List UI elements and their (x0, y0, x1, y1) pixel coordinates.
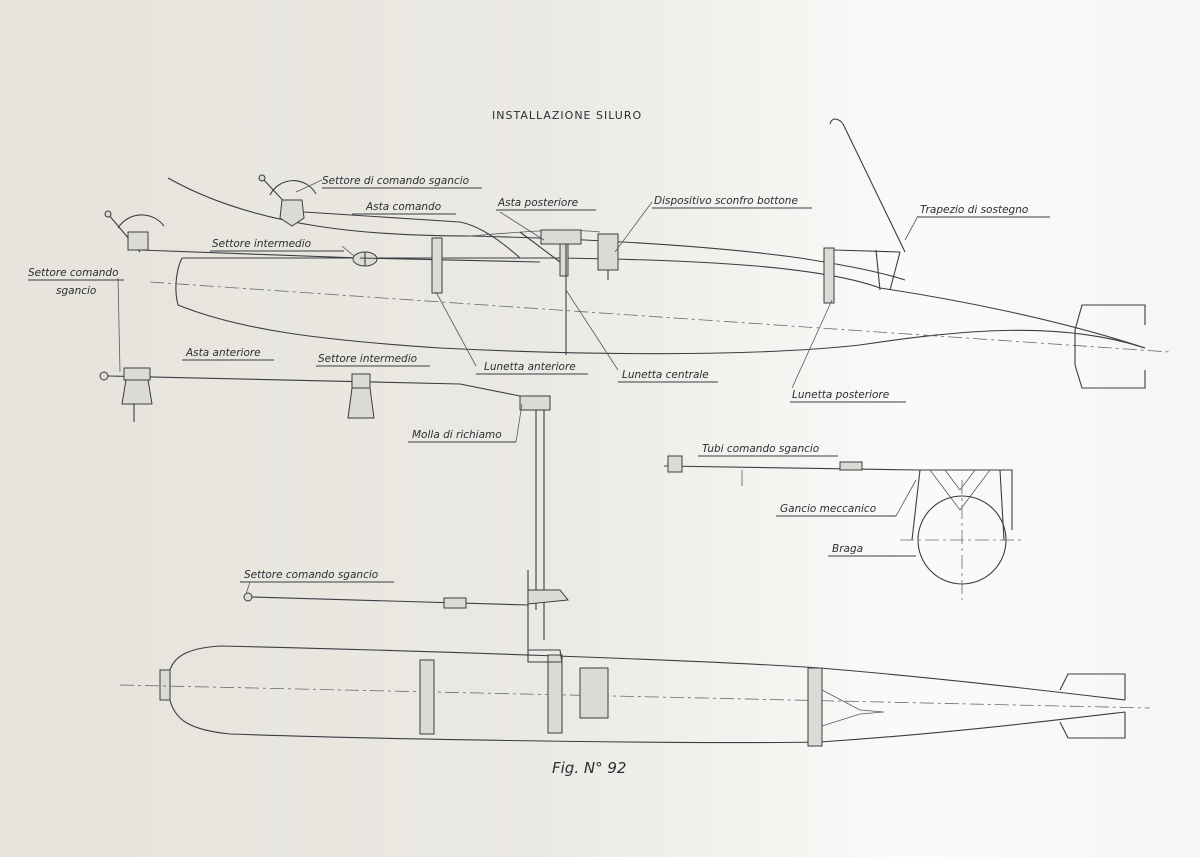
label-settore-comando-sgancio-top: Settore di comando sgancio (322, 175, 469, 187)
front-cradle-part (431, 237, 443, 294)
top-release-sector[interactable] (258, 174, 521, 259)
fuselage-outline (167, 177, 906, 281)
label-asta-comando: Asta comando (365, 201, 441, 213)
label-dispositivo-sconfro: Dispositivo sconfro bottone (654, 195, 798, 207)
label-lunetta-posteriore: Lunetta posteriore (792, 389, 889, 401)
label-asta-anteriore: Asta anteriore (185, 347, 261, 359)
intermediate-sector-top[interactable] (352, 251, 541, 267)
labels: Settore di comando sgancio Asta comando … (28, 175, 1050, 595)
label-settore-comando-line1: Settore comando (28, 267, 119, 279)
front-rod-assembly[interactable] (99, 367, 551, 650)
mechanical-hook-and-sling (900, 469, 1025, 600)
central-cradle-assembly (519, 229, 582, 355)
label-braga: Braga (832, 543, 863, 555)
lower-release-rod[interactable] (243, 589, 569, 609)
label-tubi-comando-sgancio: Tubi comando sgancio (702, 443, 819, 455)
rear-cradle-and-trapeze (823, 118, 906, 304)
release-tube-assembly[interactable] (663, 455, 921, 486)
label-settore-intermedio-top: Settore intermedio (212, 238, 311, 250)
leader-lines-top (117, 179, 919, 389)
label-lunetta-anteriore: Lunetta anteriore (484, 361, 576, 373)
label-trapezio-sostegno: Trapezio di sostegno (920, 204, 1028, 216)
torpedo-plan-view (119, 645, 1151, 747)
label-settore-comando-sgancio-low: Settore comando sgancio (244, 569, 378, 581)
drawing-title: INSTALLAZIONE SILURO (492, 109, 642, 122)
label-gancio-meccanico: Gancio meccanico (780, 503, 876, 515)
button-release-device (597, 233, 619, 280)
front-release-sector[interactable] (104, 210, 361, 259)
label-molla-richiamo: Molla di richiamo (412, 429, 502, 441)
label-settore-comando-line2: sgancio (56, 285, 96, 297)
label-asta-posteriore: Asta posteriore (497, 197, 578, 209)
label-settore-intermedio-mid: Settore intermedio (318, 353, 417, 365)
label-lunetta-centrale: Lunetta centrale (622, 369, 709, 381)
figure-caption: Fig. N° 92 (552, 759, 626, 777)
